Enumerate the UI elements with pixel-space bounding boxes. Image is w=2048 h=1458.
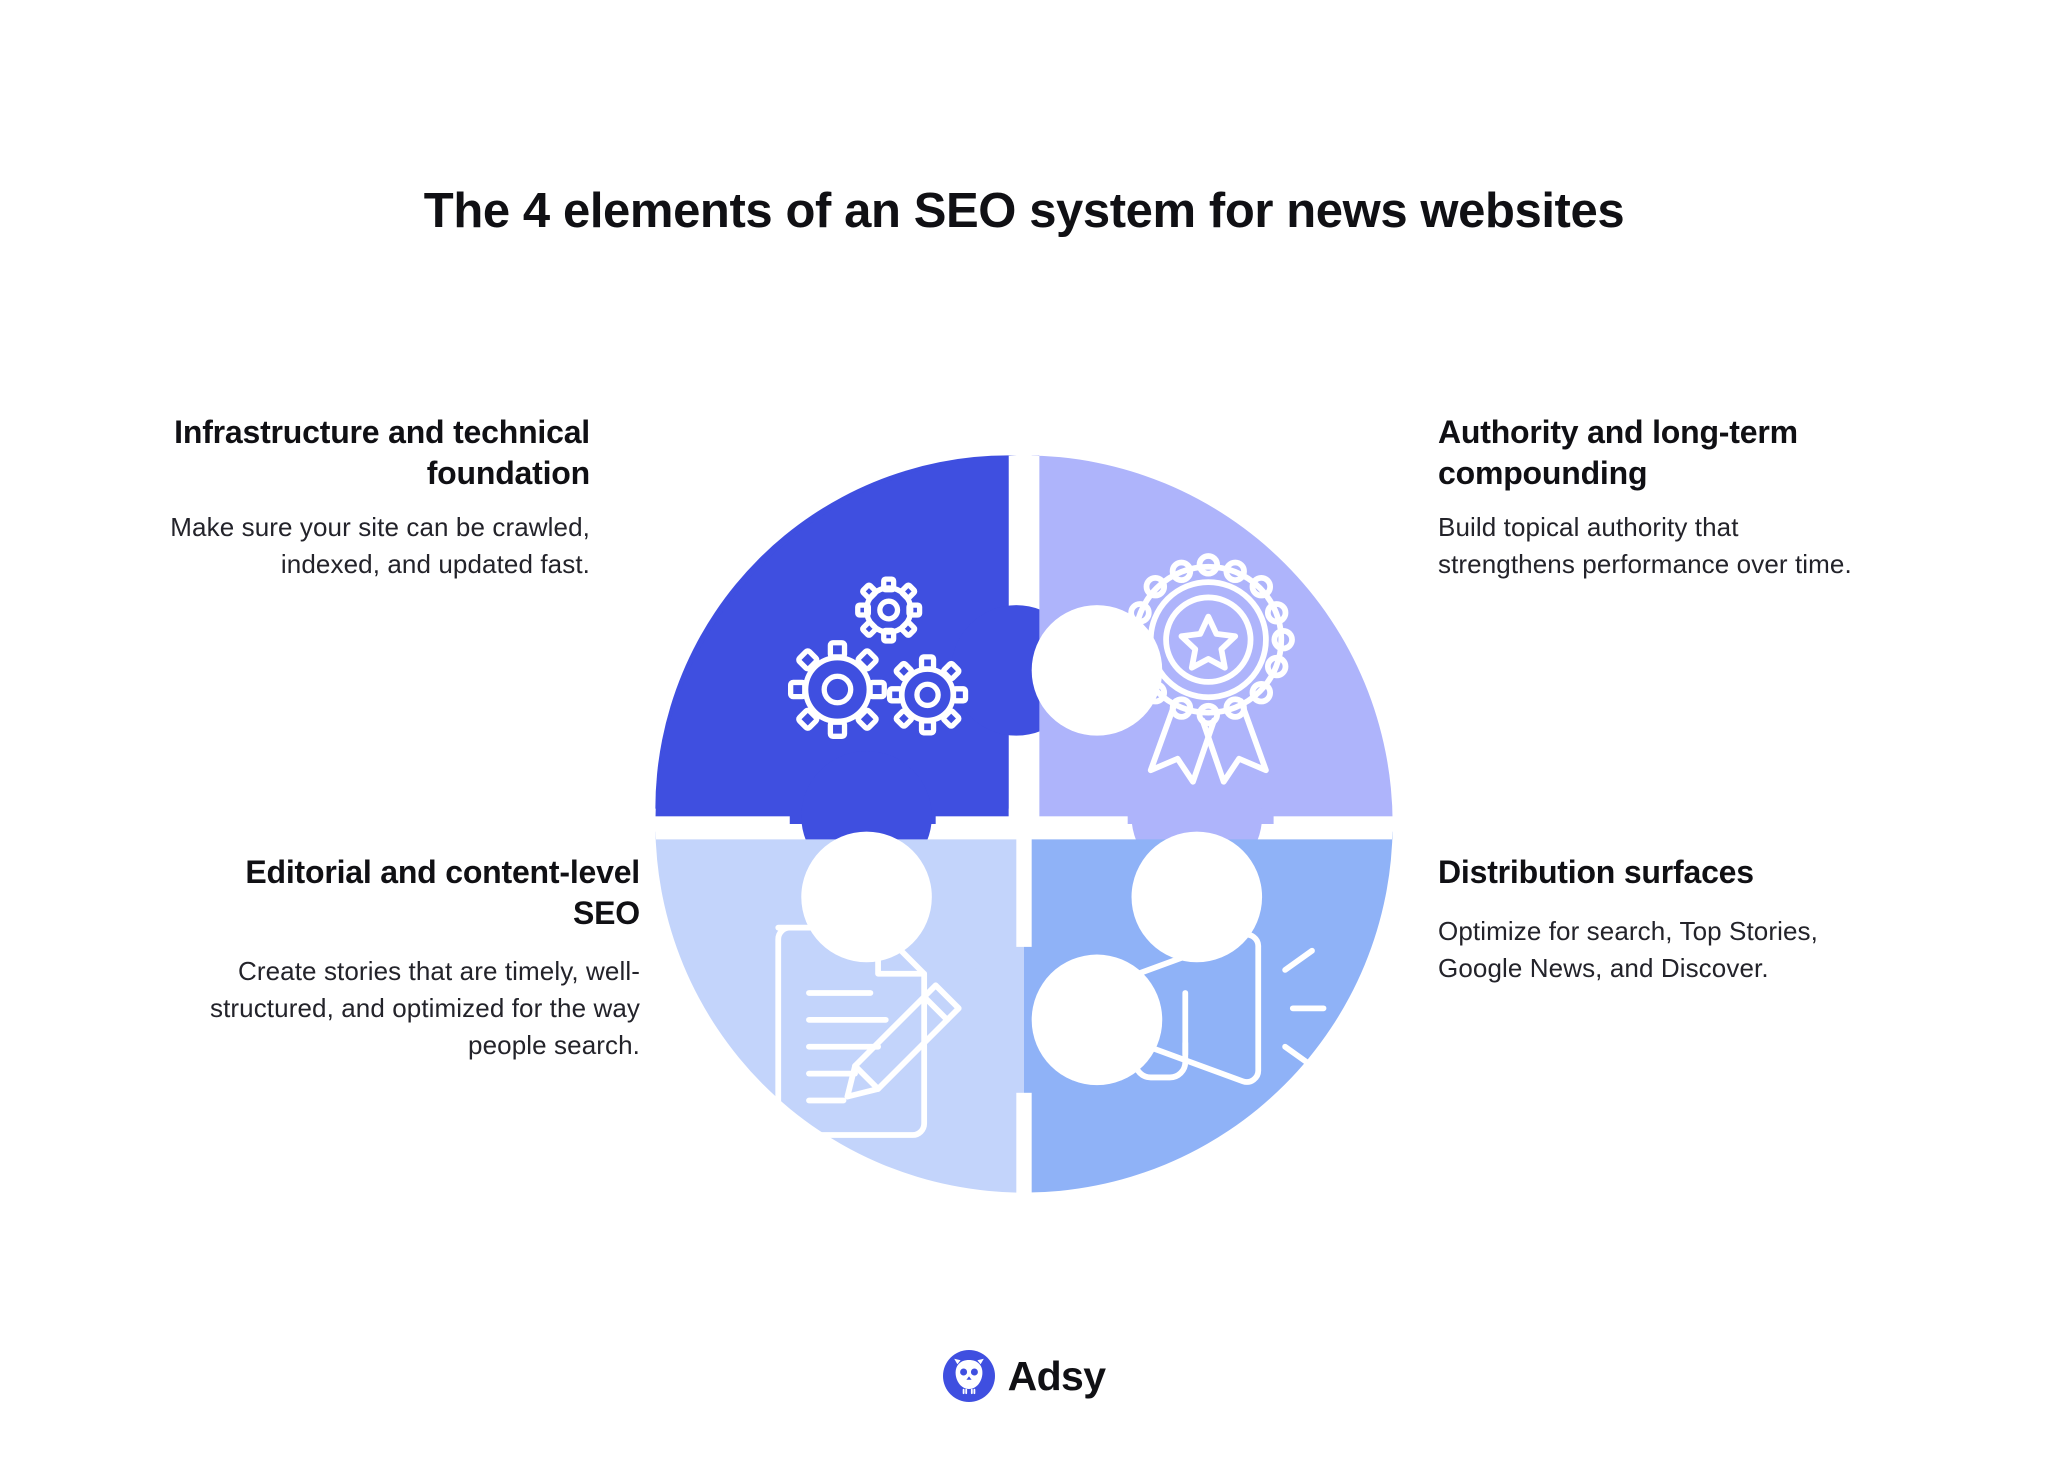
- page-title: The 4 elements of an SEO system for news…: [423, 183, 1625, 238]
- quadrant-heading-infrastructure: Infrastructure and technical foundation: [174, 414, 590, 491]
- quadrant-text-top-left: Infrastructure and technical foundation …: [170, 412, 590, 583]
- quadrant-heading-distribution: Distribution surfaces: [1438, 854, 1754, 890]
- puzzle-pieces: [640, 440, 1408, 1208]
- quadrant-body-authority: Build topical authority that strengthens…: [1438, 512, 1852, 580]
- brand-name: Adsy: [1007, 1352, 1106, 1399]
- quadrant-body-editorial: Create stories that are timely, well-str…: [209, 956, 640, 1061]
- quadrant-text-top-right: Authority and long-term compounding Buil…: [1438, 412, 1858, 583]
- quadrant-body-infrastructure: Make sure your site can be crawled, inde…: [170, 512, 590, 580]
- quadrant-text-bottom-left: Editorial and content-level SEO Create s…: [170, 852, 640, 1064]
- quadrant-heading-authority: Authority and long-term compounding: [1438, 414, 1798, 491]
- quadrant-text-bottom-right: Distribution surfaces Optimize for searc…: [1438, 852, 1858, 986]
- megaphone-icon: [1117, 931, 1327, 1085]
- gears-icon: [787, 576, 969, 739]
- award-ribbon-icon: [1121, 553, 1295, 785]
- document-pencil-icon: [775, 924, 962, 1138]
- quadrant-heading-editorial: Editorial and content-level SEO: [245, 854, 640, 931]
- piece-bottom-right-group[interactable]: [1024, 824, 1393, 1193]
- brand-logo[interactable]: Adsy: [0, 1350, 2048, 1402]
- quadrant-body-distribution: Optimize for search, Top Stories, Google…: [1438, 915, 1818, 983]
- puzzle-diagram: [640, 440, 1408, 1208]
- owl-icon: [942, 1350, 995, 1402]
